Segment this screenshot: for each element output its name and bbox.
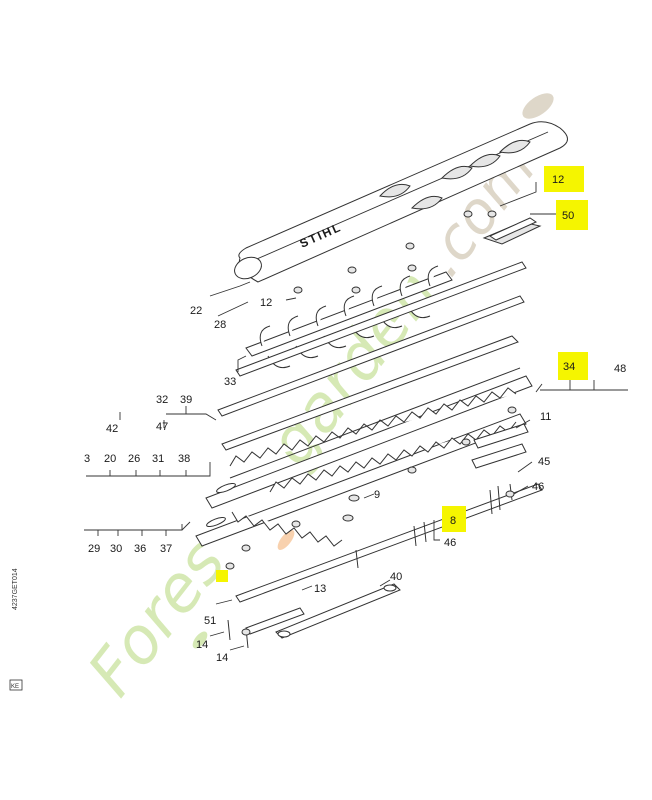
label-51: 51 <box>204 615 216 627</box>
label-11: 11 <box>540 411 551 423</box>
leader-lines <box>84 182 628 651</box>
label-highlight-12 <box>544 166 584 192</box>
label-46-right: 46 <box>532 481 544 493</box>
label-40: 40 <box>390 571 402 583</box>
drawing-code: 4237GET014 <box>12 568 19 610</box>
label-48: 48 <box>614 363 626 375</box>
part-33-guard <box>245 265 453 369</box>
nuts-upper <box>293 210 497 294</box>
label-3: 3 <box>84 453 90 465</box>
label-39: 39 <box>180 394 192 406</box>
label-31: 31 <box>152 453 164 465</box>
label-33: 33 <box>224 376 236 388</box>
watermark-leaf-orange-icon <box>277 530 295 550</box>
label-9: 9 <box>374 489 380 501</box>
label-26: 26 <box>128 453 140 465</box>
label-32: 32 <box>156 394 168 406</box>
label-highlight-34 <box>558 352 588 380</box>
label-28: 28 <box>214 319 226 331</box>
blades <box>195 367 533 547</box>
label-45: 45 <box>538 456 550 468</box>
label-12-top: 12 <box>552 174 564 186</box>
label-highlight-8 <box>442 506 466 532</box>
label-13: 13 <box>314 583 326 595</box>
label-highlight-51 <box>216 570 228 582</box>
label-47: 47 <box>156 421 168 433</box>
label-50: 50 <box>562 210 574 222</box>
part-50-cap <box>482 217 542 245</box>
blade-cover: STIHL <box>234 121 568 283</box>
label-36: 36 <box>134 543 146 555</box>
label-20: 20 <box>104 453 116 465</box>
label-46-mid: 46 <box>444 537 456 549</box>
label-12-mid: 12 <box>260 297 272 309</box>
label-22: 22 <box>190 305 202 317</box>
label-34: 34 <box>563 361 575 373</box>
watermark-leaf-green-icon <box>192 631 208 649</box>
label-42: 42 <box>106 423 118 435</box>
watermark-leaf-icon <box>522 93 554 119</box>
label-30: 30 <box>110 543 122 555</box>
strips <box>217 261 527 451</box>
label-highlight-50 <box>556 200 588 230</box>
label-37: 37 <box>160 543 172 555</box>
label-14-a: 14 <box>196 639 208 651</box>
corner-mark-text: KE <box>11 684 19 690</box>
part-labels: 12 50 22 28 12 33 34 48 32 39 42 47 11 3… <box>84 166 626 664</box>
label-8: 8 <box>450 515 456 527</box>
label-14-b: 14 <box>216 652 228 664</box>
label-38: 38 <box>178 453 190 465</box>
label-29: 29 <box>88 543 100 555</box>
corner-mark: KE <box>9 679 23 691</box>
